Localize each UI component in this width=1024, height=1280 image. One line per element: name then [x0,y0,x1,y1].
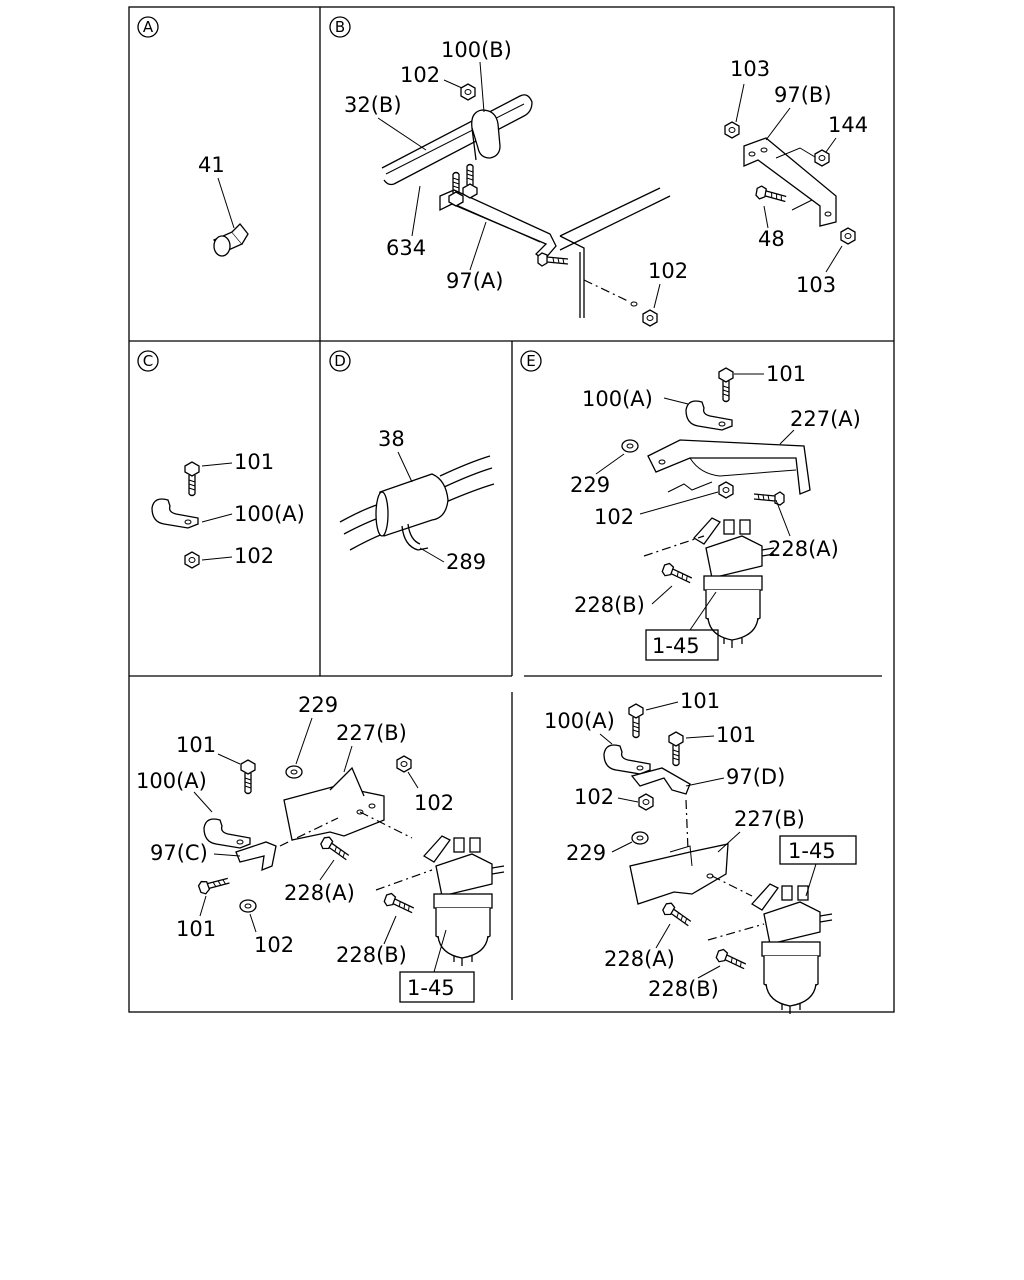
part-label-100b: 100(B) [441,38,512,62]
part-label-228b: 228(B) [648,977,719,1001]
panel-b-marker-label: B [335,18,345,36]
ref-1-45-g: 1-45 [788,839,836,863]
part-label-101: 101 [766,362,806,386]
part-label-229: 229 [566,841,606,865]
part-label-102-bottom: 102 [254,933,294,957]
ref-box-e [645,629,719,661]
panel-a-marker [137,16,159,38]
panel-c-marker [137,350,159,372]
panel-c: C 101 100(A) 102 [137,350,305,569]
panel-a-marker-label: A [143,18,154,36]
part-label-97d: 97(D) [726,765,785,789]
part-label-97a: 97(A) [446,269,503,293]
part-label-101-top: 101 [680,689,720,713]
sleeve-38 [375,473,449,537]
part-label-229: 229 [570,473,610,497]
panel-grid [128,6,895,1013]
part-label-100a: 100(A) [582,387,653,411]
clamp-100a-c [151,498,199,529]
frame-rail [559,187,671,318]
panel-e-marker [520,350,542,372]
clamp-100a-g [603,744,651,775]
part-label-289: 289 [446,550,486,574]
fuel-filter-g [751,883,833,1015]
part-label-102: 102 [594,505,634,529]
ref-1-45-e: 1-45 [652,634,700,658]
bracket-97b [743,137,837,227]
ref-1-45-f: 1-45 [407,976,455,1000]
clamp-100a-f [203,818,251,849]
part-label-228a: 228(A) [604,947,675,971]
part-label-228b: 228(B) [336,943,407,967]
part-label-227b: 227(B) [336,721,407,745]
fuel-filter-f [423,835,505,967]
part-label-144: 144 [828,113,868,137]
part-label-101-top: 101 [176,733,216,757]
band-289 [401,523,429,551]
panel-f: 229 227(B) 101 100(A) 102 97(C) 228(A) 1… [136,693,505,1003]
part-label-100a: 100(A) [136,769,207,793]
part-label-228a: 228(A) [284,881,355,905]
part-label-103-bottom: 103 [796,273,836,297]
part-label-103-top: 103 [730,57,770,81]
part-label-227a: 227(A) [790,407,861,431]
pipe-32b [381,94,533,186]
part-label-38: 38 [378,427,405,451]
part-label-48: 48 [758,227,785,251]
part-label-102: 102 [574,785,614,809]
part-label-228b: 228(B) [574,593,645,617]
panel-c-marker-label: C [143,352,153,370]
panel-e-marker-label: E [526,352,535,370]
panel-d-marker-label: D [334,352,346,370]
part-label-101-bottom: 101 [176,917,216,941]
panel-b-marker [329,16,351,38]
bracket-97d [630,767,691,795]
panel-a: A 41 [137,16,249,257]
panel-b: B 100(B) 102 32(B) [329,16,868,327]
part-label-100a: 100(A) [234,502,305,526]
part-label-101: 101 [234,450,274,474]
clamp-100b [471,109,501,161]
bracket-227b-g [629,843,729,905]
bracket-97c [235,841,277,872]
bracket-227b-f [283,766,385,841]
part-label-634: 634 [386,236,426,260]
part-label-32b: 32(B) [344,93,402,117]
part-label-227b: 227(B) [734,807,805,831]
part-label-228a: 228(A) [768,537,839,561]
part-label-101-second: 101 [716,723,756,747]
part-label-41: 41 [198,153,225,177]
part-label-102: 102 [234,544,274,568]
part-41-clip [212,223,249,257]
panel-d-marker [329,350,351,372]
part-label-102-bottom: 102 [648,259,688,283]
part-label-102-top: 102 [414,791,454,815]
part-label-229: 229 [298,693,338,717]
panel-g: 101 100(A) 101 97(D) 102 227(B) 1-45 229… [544,689,857,1015]
panel-d: D 38 289 [329,350,495,574]
part-label-97c: 97(C) [150,841,208,865]
panel-e: E 101 100(A) 227(A) 229 102 228(A) 228(B… [520,350,861,661]
part-label-97b: 97(B) [774,83,832,107]
clamp-100a-e [685,400,733,431]
part-label-100a: 100(A) [544,709,615,733]
ref-box-g [779,835,857,865]
bracket-227a [647,439,811,495]
part-label-102-top: 102 [400,63,440,87]
fuel-filter-e [693,517,775,649]
ref-box-f [399,971,475,1003]
